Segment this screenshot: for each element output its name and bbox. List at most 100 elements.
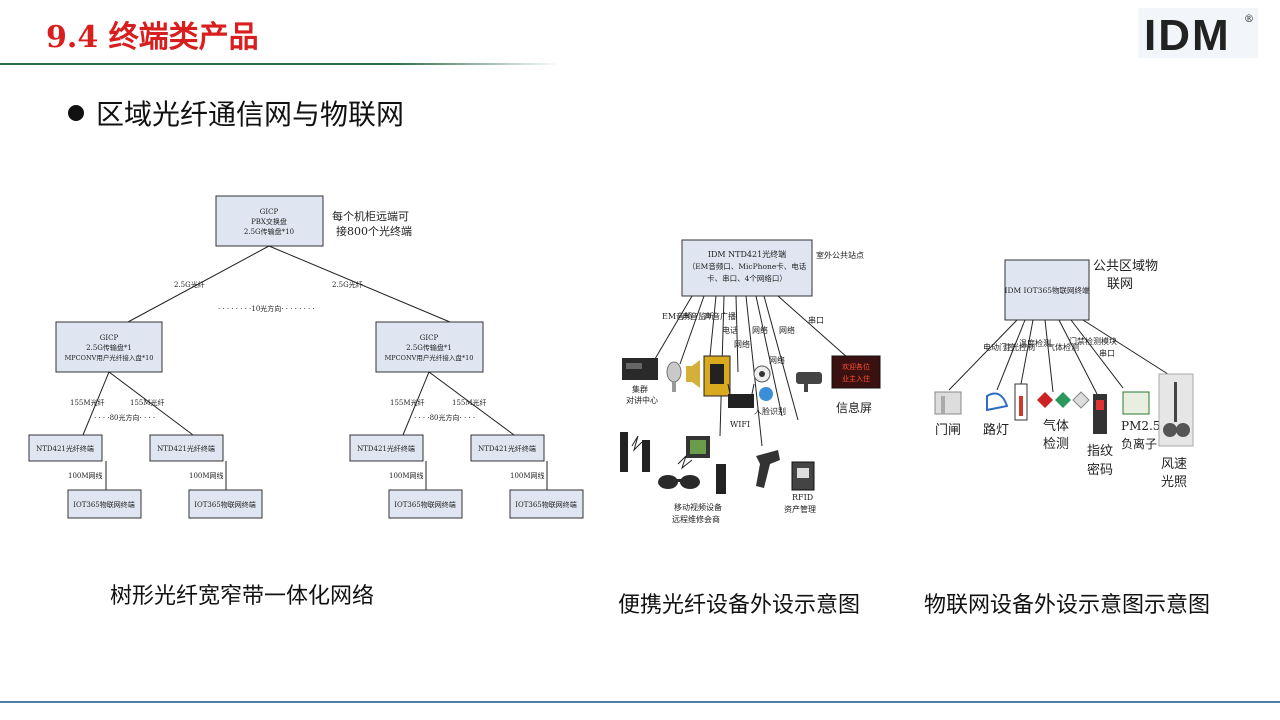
svg-text:155M光纤: 155M光纤 xyxy=(390,398,425,407)
svg-text:RFID: RFID xyxy=(792,493,813,502)
slide-title: 9.4 终端类产品 xyxy=(46,20,259,55)
svg-text:NTD421光纤终端: NTD421光纤终端 xyxy=(357,444,415,453)
info-screen-icon xyxy=(831,355,881,389)
mid-node-right xyxy=(375,321,484,373)
svg-text:EM音频: EM音频 xyxy=(662,311,692,321)
svg-text:指纹: 指纹 xyxy=(1087,444,1113,459)
bullet-heading: 区域光纤通信网与物联网 xyxy=(68,93,404,133)
svg-text:IOT365物联网终端: IOT365物联网终端 xyxy=(194,500,256,509)
svg-text:PM2.5: PM2.5 xyxy=(1121,419,1160,433)
smartphone-icon xyxy=(716,464,726,494)
svg-text:IOT365物联网终端: IOT365物联网终端 xyxy=(73,500,135,509)
pm25-sensor-icon xyxy=(1122,391,1150,415)
svg-text:电话: 电话 xyxy=(722,325,738,335)
svg-text:100M网线: 100M网线 xyxy=(68,471,103,480)
handheld-radio-icon-2 xyxy=(642,440,650,472)
svg-text:NTD421光纤终端: NTD421光纤终端 xyxy=(478,444,536,453)
svg-text:网络: 网络 xyxy=(779,325,795,335)
svg-text:100M网线: 100M网线 xyxy=(510,471,545,480)
root-node xyxy=(215,195,324,247)
gas-sensor-icon-2 xyxy=(1055,392,1071,408)
rfid-scanner-icon xyxy=(756,450,780,488)
svg-text:串口: 串口 xyxy=(808,316,824,325)
svg-text:NTD421光纤终端: NTD421光纤终端 xyxy=(157,444,215,453)
svg-text:气体: 气体 xyxy=(1043,418,1069,434)
svg-text:GICP: GICP xyxy=(420,334,439,342)
iot-node-4 xyxy=(509,489,584,519)
svg-text:负离子: 负离子 xyxy=(1121,436,1157,451)
svg-text:网络: 网络 xyxy=(769,355,785,365)
svg-text:IDM NTD421光终端: IDM NTD421光终端 xyxy=(708,249,786,259)
title-divider xyxy=(0,63,560,65)
svg-text:门闸: 门闸 xyxy=(935,423,961,438)
outdoor-station-note: 室外公共站点 xyxy=(816,250,864,260)
svg-text:风速: 风速 xyxy=(1161,457,1187,472)
iot-device-diagram: IDM IOT365物联网终端 公共区域物 联网 电动门控 灯光控制 温度检测 … xyxy=(934,259,1194,490)
iot-note-2: 联网 xyxy=(1107,277,1133,292)
footer-divider xyxy=(0,701,1280,703)
bullet-text: 区域光纤通信网与物联网 xyxy=(96,98,405,131)
svg-text:2.5G传输盘*1: 2.5G传输盘*1 xyxy=(86,343,132,352)
link-25g-left: 2.5G光纤 xyxy=(174,280,205,289)
gate-icon xyxy=(934,391,962,415)
svg-text:电动门控: 电动门控 xyxy=(983,342,1015,352)
svg-text:灯光控制: 灯光控制 xyxy=(1003,342,1035,352)
svg-text:IOT365物联网终端: IOT365物联网终端 xyxy=(515,500,577,509)
svg-text:（EM音频口、MicPhone卡、电话: （EM音频口、MicPhone卡、电话 xyxy=(688,261,807,271)
svg-text:IDM IOT365物联网终端: IDM IOT365物联网终端 xyxy=(1005,285,1090,295)
tree-network-diagram: GICP PBX交换盘 2.5G传输盘*10 每个机柜远端可 接800个光终端 … xyxy=(28,195,584,519)
iot-node-3 xyxy=(388,489,463,519)
svg-text:声音监听: 声音监听 xyxy=(682,311,714,321)
svg-text:· · · ·80光方向· · · ·: · · · ·80光方向· · · · xyxy=(94,413,155,422)
svg-text:对讲中心: 对讲中心 xyxy=(626,395,658,405)
street-light-icon xyxy=(986,392,1009,412)
svg-text:人脸识别: 人脸识别 xyxy=(754,406,786,416)
svg-text:2.5G传输盘*1: 2.5G传输盘*1 xyxy=(406,343,452,352)
root-line-2: PBX交换盘 xyxy=(251,217,287,226)
svg-text:欢迎各位: 欢迎各位 xyxy=(842,362,870,371)
root-line-3: 2.5G传输盘*10 xyxy=(244,227,294,236)
svg-text:信息屏: 信息屏 xyxy=(836,400,872,415)
svg-text:100M网线: 100M网线 xyxy=(389,471,424,480)
caption-tree-network: 树形光纤宽窄带一体化网络 xyxy=(110,584,375,609)
svg-text:检测: 检测 xyxy=(1043,437,1069,452)
svg-text:MPCONV用户光纤接入盘*10: MPCONV用户光纤接入盘*10 xyxy=(65,353,154,362)
caption-iot-devices: 物联网设备外设示意图示意图 xyxy=(924,593,1211,618)
root-note-2: 接800个光终端 xyxy=(336,224,412,238)
wifi-router-icon xyxy=(728,394,754,408)
caption-portable-devices: 便携光纤设备外设示意图 xyxy=(618,593,861,618)
svg-text:GICP: GICP xyxy=(100,334,119,342)
svg-text:100M网线: 100M网线 xyxy=(189,471,224,480)
idm-logo: IDM ® xyxy=(1138,8,1258,58)
ntd-node-3 xyxy=(349,434,424,462)
svg-text:光照: 光照 xyxy=(1161,475,1187,490)
bullet-camera-icon xyxy=(796,372,822,384)
ntd-node-1 xyxy=(28,434,103,462)
svg-text:路灯: 路灯 xyxy=(983,422,1009,438)
svg-text:卡、串口、4个网络口）: 卡、串口、4个网络口） xyxy=(707,273,787,283)
svg-text:门禁检测模块: 门禁检测模块 xyxy=(1069,336,1117,346)
svg-text:155M光纤: 155M光纤 xyxy=(452,398,487,407)
svg-text:资产管理: 资产管理 xyxy=(784,504,816,514)
face-recognition-icon xyxy=(759,387,773,401)
handheld-radio-icon-1 xyxy=(620,432,628,472)
svg-text:温度检测: 温度检测 xyxy=(1019,338,1051,348)
svg-text:网络: 网络 xyxy=(734,339,750,349)
ntd-node-2 xyxy=(149,434,224,462)
portable-device-diagram: IDM NTD421光终端 （EM音频口、MicPhone卡、电话 卡、串口、4… xyxy=(620,239,881,524)
svg-text:· · · ·80光方向· · · ·: · · · ·80光方向· · · · xyxy=(414,413,475,422)
svg-text:155M光纤: 155M光纤 xyxy=(70,398,105,407)
ntd-node-4 xyxy=(470,434,545,462)
svg-text:气体检测: 气体检测 xyxy=(1047,342,1079,352)
svg-text:远程维修会商: 远程维修会商 xyxy=(672,514,720,524)
bullet-dot xyxy=(68,105,84,121)
microphone-icon xyxy=(666,361,682,383)
svg-text:WIFI: WIFI xyxy=(730,420,750,429)
svg-text:声音广播: 声音广播 xyxy=(704,311,736,321)
iot-note-1: 公共区域物 xyxy=(1093,259,1158,274)
logo-text: IDM xyxy=(1144,11,1231,58)
svg-text:集群: 集群 xyxy=(632,384,648,394)
svg-text:密码: 密码 xyxy=(1087,462,1113,478)
logo-registered-mark: ® xyxy=(1244,14,1254,25)
gas-sensor-icon-1 xyxy=(1037,392,1053,408)
